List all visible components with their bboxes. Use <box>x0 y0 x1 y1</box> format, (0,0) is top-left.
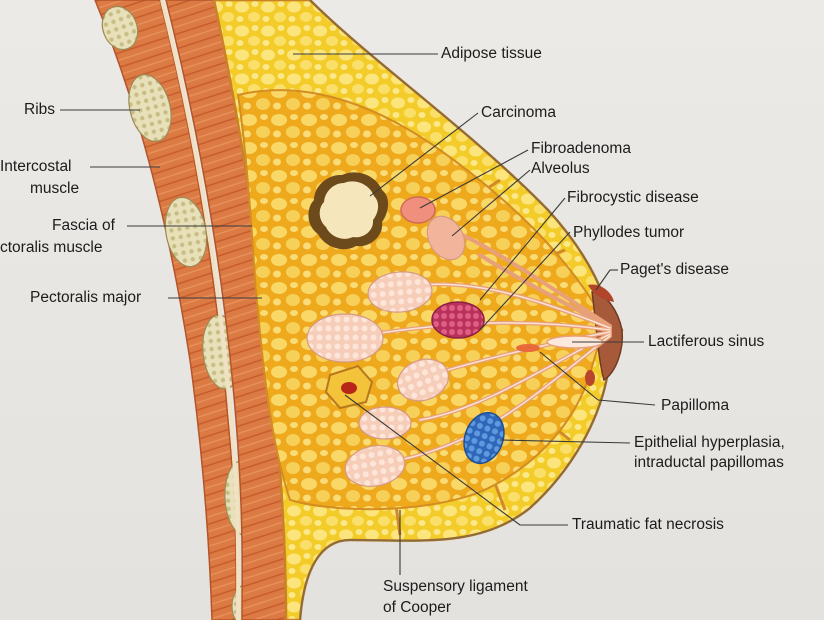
label-muscle: muscle <box>30 180 79 198</box>
label-of-cooper: of Cooper <box>383 599 451 617</box>
label-pectoralis-muscle: ctoralis muscle <box>0 239 103 257</box>
label-alveolus: Alveolus <box>531 160 590 178</box>
label-intercostal: Intercostal <box>0 158 72 176</box>
label-pectoralis-major: Pectoralis major <box>30 289 141 307</box>
label-fibroadenoma: Fibroadenoma <box>531 140 631 158</box>
label-ribs: Ribs <box>24 101 55 119</box>
label-epithelial-hyperplasia: Epithelial hyperplasia, <box>634 434 785 452</box>
fibroadenoma <box>401 197 435 223</box>
label-phyllodes-tumor: Phyllodes tumor <box>573 224 684 242</box>
label-fascia-of: Fascia of <box>52 217 115 235</box>
label-papilloma: Papilloma <box>661 397 729 415</box>
label-carcinoma: Carcinoma <box>481 104 556 122</box>
label-lactiferous-sinus: Lactiferous sinus <box>648 333 764 351</box>
label-pagets-disease: Paget's disease <box>620 261 729 279</box>
label-adipose-tissue: Adipose tissue <box>441 45 542 63</box>
label-traumatic-fat-necrosis: Traumatic fat necrosis <box>572 516 724 534</box>
label-fibrocystic-disease: Fibrocystic disease <box>567 189 699 207</box>
label-intraductal-papillomas: intraductal papillomas <box>634 454 784 472</box>
fibrocystic-disease <box>432 302 484 338</box>
label-suspensory-ligament: Suspensory ligament <box>383 578 528 596</box>
